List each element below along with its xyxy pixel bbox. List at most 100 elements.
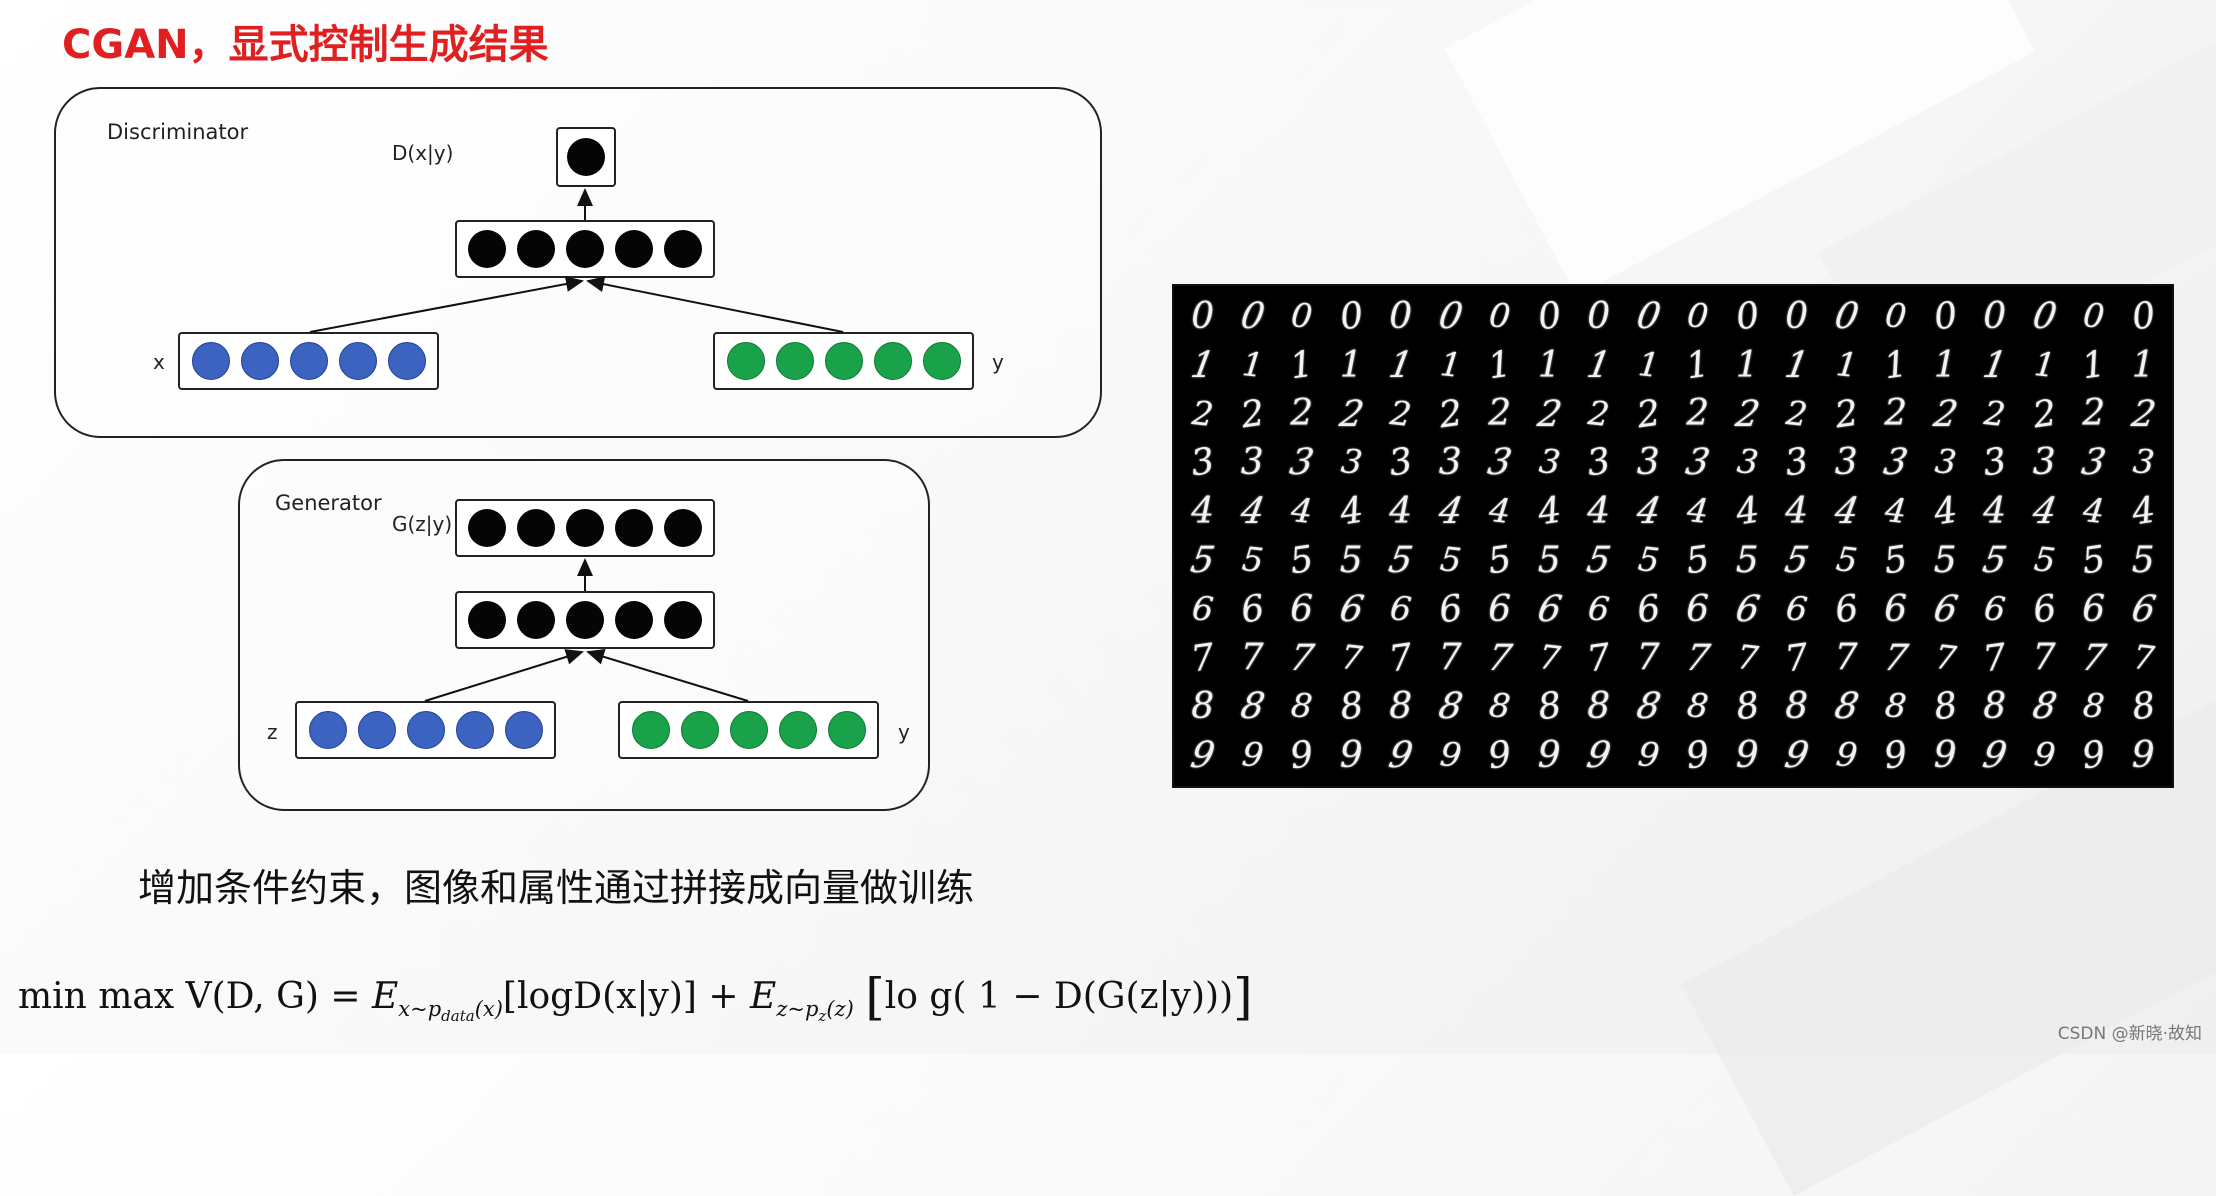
generated-digit: 4	[1871, 487, 1921, 536]
generated-digit: 0	[1817, 292, 1875, 341]
generated-digit: 3	[1373, 435, 1429, 490]
generated-digit: 6	[2114, 585, 2172, 634]
generated-digit: 9	[1966, 731, 2024, 780]
generated-digit: 2	[1475, 390, 1525, 439]
generated-digit: 6	[1422, 582, 1478, 637]
formula-subscript-tail: (x)	[475, 997, 503, 1021]
generated-digit: 1	[2019, 340, 2069, 389]
generated-digit: 8	[2069, 682, 2119, 731]
generated-digit: 0	[1673, 292, 1723, 341]
output-node	[567, 138, 605, 176]
generator-condition-y-layer	[618, 701, 879, 759]
noise-node	[456, 711, 494, 749]
generated-digit: 0	[1917, 289, 1973, 344]
generated-digit: 2	[1970, 389, 2020, 438]
generated-digit: 2	[1818, 386, 1874, 441]
generated-digit: 7	[1273, 634, 1331, 683]
generated-digit: 1	[1425, 340, 1475, 389]
generated-digit: 9	[1327, 731, 1377, 780]
generated-digit: 9	[1174, 731, 1232, 780]
generated-digit: 3	[1624, 438, 1674, 487]
generated-digit: 8	[1376, 682, 1426, 731]
generated-digit: 9	[1425, 731, 1475, 780]
generated-digit: 9	[1227, 731, 1277, 780]
generated-digit: 8	[1223, 682, 1281, 731]
generated-digit: 2	[1574, 389, 1624, 438]
generated-digit: 8	[1772, 682, 1822, 731]
generated-digit: 0	[1772, 292, 1822, 341]
formula-term-1: [logD(x|y)] +	[503, 976, 739, 1017]
generated-digit: 4	[1475, 487, 1525, 536]
discriminator-output-label: D(x|y)	[392, 141, 453, 165]
generated-digit: 5	[1768, 536, 1826, 585]
generated-digit: 9	[1372, 731, 1430, 780]
generated-digit: 6	[2016, 582, 2072, 637]
generated-digit: 4	[1178, 487, 1228, 536]
condition-node	[779, 711, 817, 749]
generated-digit: 0	[1719, 289, 1775, 344]
condition-node	[632, 711, 670, 749]
generated-digit: 6	[2069, 585, 2119, 634]
generated-digit: 5	[1227, 536, 1277, 585]
noise-node	[505, 711, 543, 749]
generated-digit: 3	[1228, 438, 1278, 487]
output-node	[517, 509, 555, 547]
generated-digit: 7	[1920, 633, 1970, 682]
generated-digit: 3	[1822, 438, 1872, 487]
generated-digit: 7	[1524, 633, 1574, 682]
input-node	[241, 342, 279, 380]
generated-digit: 1	[1472, 338, 1528, 393]
generated-digit: 3	[1524, 438, 1574, 487]
generated-digit: 5	[1372, 536, 1430, 585]
generated-digit: 3	[2020, 438, 2070, 487]
generated-digit: 5	[1570, 536, 1628, 585]
output-node	[615, 509, 653, 547]
generated-digit: 5	[1623, 536, 1673, 585]
hidden-node	[615, 601, 653, 639]
generated-digit: 7	[1822, 634, 1872, 683]
generated-digit: 5	[2066, 533, 2122, 588]
generated-digit: 1	[1623, 340, 1673, 389]
generated-digit: 6	[1178, 584, 1228, 633]
discriminator-hidden-layer	[455, 220, 715, 278]
generator-input-y-label: y	[898, 720, 910, 744]
generated-digit: 0	[1619, 292, 1677, 341]
formula-subscript-tail: (z)	[826, 997, 853, 1021]
watermark: CSDN @新晓·故知	[2058, 1019, 2202, 1044]
generated-digit: 5	[2019, 536, 2069, 585]
generated-digit: 8	[1178, 682, 1228, 731]
generated-digit: 8	[1277, 682, 1327, 731]
condition-node	[874, 342, 912, 380]
generated-digit: 2	[1916, 390, 1974, 439]
formula-subscript: z~p	[776, 997, 818, 1021]
generated-digit: 0	[1376, 292, 1426, 341]
hidden-node	[566, 230, 604, 268]
generated-digit: 3	[1326, 438, 1376, 487]
generated-digit: 8	[1475, 682, 1525, 731]
generator-hidden-layer	[455, 591, 715, 649]
generated-digit: 5	[1525, 536, 1575, 585]
generated-digit: 7	[2065, 634, 2123, 683]
generated-digit: 4	[1719, 484, 1775, 539]
generated-digit: 6	[1673, 585, 1723, 634]
generated-digit: 9	[1723, 731, 1773, 780]
generated-digit: 1	[1768, 341, 1826, 390]
generated-digit: 9	[1868, 728, 1924, 783]
generated-digit: 3	[2118, 438, 2168, 487]
generated-digit: 6	[1475, 585, 1525, 634]
generated-digit: 2	[1277, 390, 1327, 439]
generated-digit: 1	[1274, 338, 1330, 393]
generator-input-z-label: z	[267, 720, 278, 744]
discriminator-input-y-label: y	[992, 350, 1004, 374]
generated-digit: 4	[1574, 487, 1624, 536]
generated-digit: 7	[2118, 633, 2168, 682]
generated-digit: 7	[1175, 630, 1231, 685]
generated-digit: 6	[1916, 585, 1974, 634]
generated-digit: 5	[1472, 533, 1528, 588]
hidden-node	[517, 601, 555, 639]
condition-node	[825, 342, 863, 380]
generated-digit: 8	[1421, 682, 1479, 731]
output-node	[566, 509, 604, 547]
generated-digit: 0	[1421, 292, 1479, 341]
